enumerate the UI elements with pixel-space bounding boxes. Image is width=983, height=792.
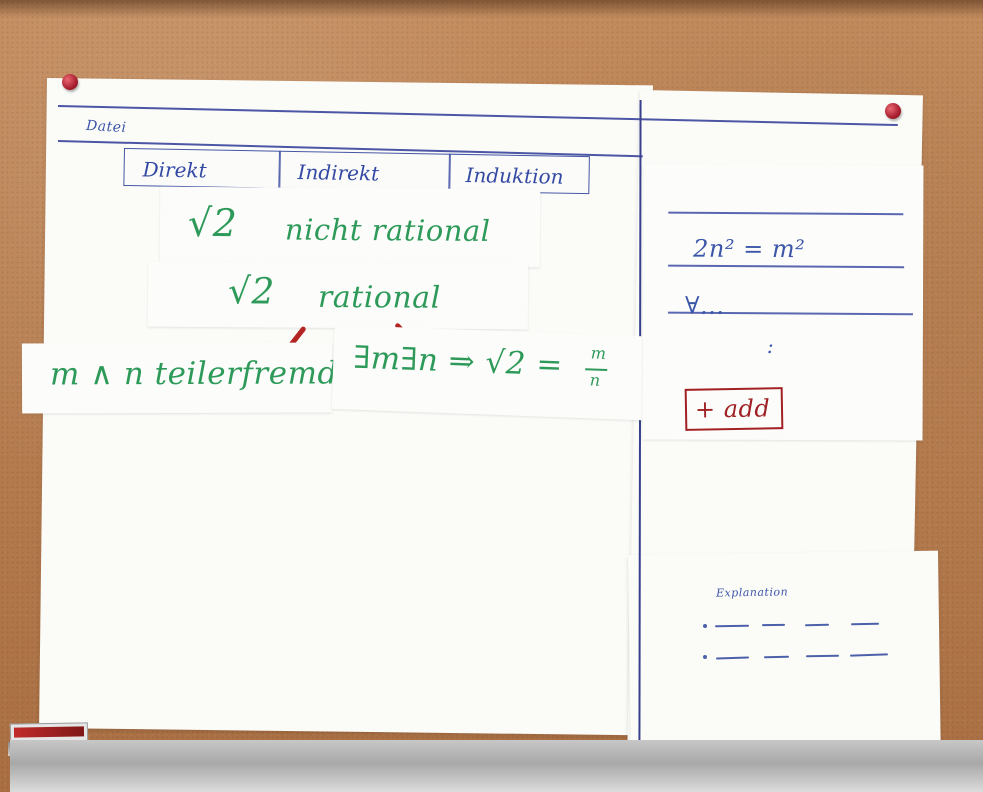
panel-equation: 2n² = m² <box>693 234 806 264</box>
explanation-title: Explanation <box>715 585 789 600</box>
explanation-bullet-1 <box>703 624 707 628</box>
explanation-dash-1c <box>804 623 830 627</box>
middle-root-symbol: √2 <box>227 271 276 313</box>
explanation-dash-2b <box>763 655 790 659</box>
premise-card-right: ∃m∃n ⇒ √2 = m n <box>331 324 665 422</box>
add-button-label: + add <box>694 394 771 424</box>
top-right-pin <box>885 103 901 119</box>
explanation-bullet-2 <box>703 655 707 659</box>
top-shadow <box>0 0 983 18</box>
left-bottom-card-text: m ∧ n teilerfremd <box>49 355 338 393</box>
panel-formula-stub: ∀... <box>684 291 725 320</box>
board-tray <box>10 740 983 792</box>
top-card-text: nicht rational <box>284 212 491 248</box>
panel-line-2 <box>668 264 905 269</box>
fraction-numerator: m <box>590 343 607 363</box>
statement-card-middle: √2 rational <box>147 261 529 330</box>
right-bottom-card-text: ∃m∃n ⇒ √2 = <box>352 339 564 384</box>
panel-line-1 <box>668 211 904 216</box>
menu-label[interactable]: Datei <box>85 117 127 137</box>
add-button[interactable]: + add <box>684 387 784 431</box>
tab-indirekt-label: Indirekt <box>297 160 380 186</box>
tab-indirekt[interactable]: Indirekt <box>278 150 451 192</box>
top-left-pin <box>62 74 78 90</box>
middle-card-text: rational <box>317 279 441 316</box>
top-root-symbol: √2 <box>187 200 238 246</box>
explanation-dash-1b <box>761 623 786 627</box>
tab-direkt[interactable]: Direkt <box>123 148 281 189</box>
panel-ellipsis: : <box>766 333 775 358</box>
tab-induktion-label: Induktion <box>465 162 564 189</box>
premise-card-left: m ∧ n teilerfremd <box>21 342 338 414</box>
tab-direkt-label: Direkt <box>142 157 207 183</box>
statement-card-top: √2 nicht rational <box>159 186 541 268</box>
fraction-denominator: n <box>589 370 601 390</box>
